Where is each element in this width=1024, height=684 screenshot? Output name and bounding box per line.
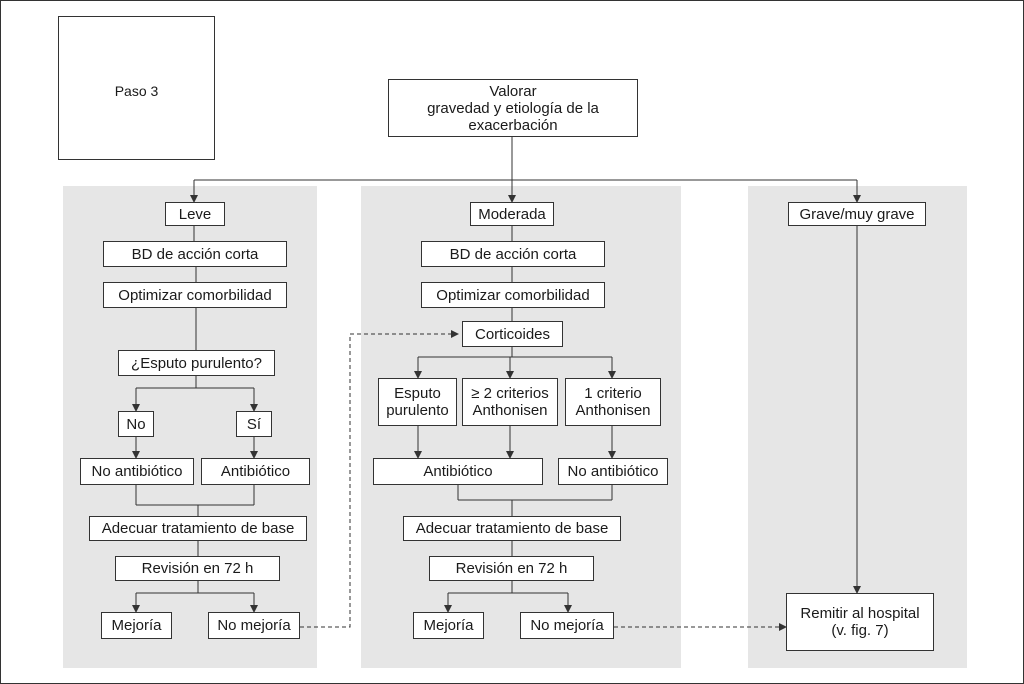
severe-box: Grave/muy grave [788, 202, 926, 226]
improvement-box-moderate: Mejoría [413, 612, 484, 639]
short-acting-bd-box-mild: BD de acción corta [103, 241, 287, 267]
no-box: No [118, 411, 154, 437]
adjust-treatment-box-moderate: Adecuar tratamiento de base [403, 516, 621, 541]
corticoids-box: Corticoides [462, 321, 563, 347]
short-acting-bd-box-moderate: BD de acción corta [421, 241, 605, 267]
optimize-comorbidity-box-mild: Optimizar comorbilidad [103, 282, 287, 308]
review-72h-box-mild: Revisión en 72 h [115, 556, 280, 581]
moderate-box: Moderada [470, 202, 554, 226]
no-improvement-box-moderate: No mejoría [520, 612, 614, 639]
yes-box: Sí [236, 411, 272, 437]
assess-severity-box: Valorar gravedad y etiología de la exace… [388, 79, 638, 137]
purulent-sputum-box: Esputo purulento [378, 378, 457, 426]
two-criteria-anthonisen-box: ≥ 2 criterios Anthonisen [462, 378, 558, 426]
refer-hospital-box: Remitir al hospital (v. fig. 7) [786, 593, 934, 651]
antibiotic-box-mild: Antibiótico [201, 458, 310, 485]
no-antibiotic-box-mild: No antibiótico [80, 458, 194, 485]
no-improvement-box-mild: No mejoría [208, 612, 300, 639]
improvement-box-mild: Mejoría [101, 612, 172, 639]
purulent-sputum-question-box: ¿Esputo purulento? [118, 350, 275, 376]
review-72h-box-moderate: Revisión en 72 h [429, 556, 594, 581]
no-antibiotic-box-moderate: No antibiótico [558, 458, 668, 485]
mild-box: Leve [165, 202, 225, 226]
optimize-comorbidity-box-moderate: Optimizar comorbilidad [421, 282, 605, 308]
antibiotic-box-moderate: Antibiótico [373, 458, 543, 485]
one-criterion-anthonisen-box: 1 criterio Anthonisen [565, 378, 661, 426]
adjust-treatment-box-mild: Adecuar tratamiento de base [89, 516, 307, 541]
step-label-box: Paso 3 [58, 16, 215, 160]
